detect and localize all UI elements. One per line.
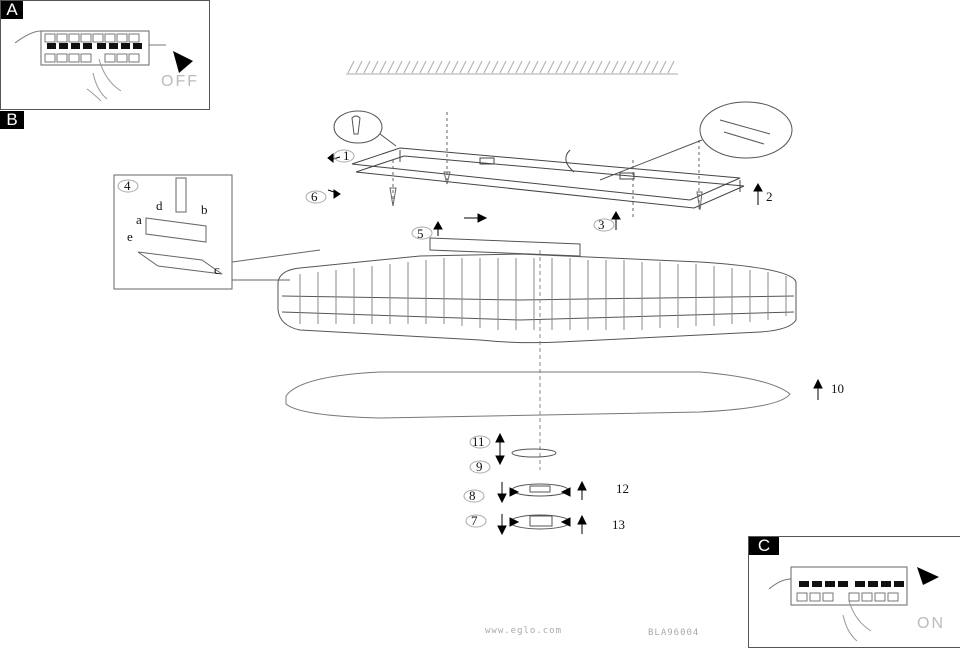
mounting-bracket: [351, 147, 745, 209]
step-11: 11: [472, 434, 485, 449]
detail-label-b: b: [201, 202, 208, 217]
switch-off-illustration: [14, 30, 193, 102]
step-9: 9: [476, 459, 483, 474]
diffuser: [285, 371, 791, 419]
number-bubbles: [117, 149, 615, 528]
step-13: 13: [612, 517, 625, 532]
step-8: 8: [469, 488, 476, 503]
step-10: 10: [831, 381, 844, 396]
detail-box-4: [113, 174, 321, 290]
step-3: 3: [598, 217, 605, 232]
screws: [389, 112, 703, 220]
ceiling: [346, 60, 678, 75]
step-5: 5: [417, 226, 424, 241]
direction-arrows: [327, 152, 823, 536]
detail-label-e: e: [127, 229, 133, 244]
detail-label-d: d: [156, 198, 163, 213]
detail-label-c: c: [214, 262, 220, 277]
step-6: 6: [311, 189, 318, 204]
panel-c-state: ON: [917, 615, 945, 632]
footer-website: www.eglo.com: [485, 626, 563, 636]
panel-a-state: OFF: [161, 73, 199, 90]
step-12: 12: [616, 481, 629, 496]
switch-on-illustration: [768, 566, 939, 642]
step-7: 7: [471, 513, 478, 528]
callouts: [333, 101, 793, 181]
panel-a-label: A: [1, 1, 23, 19]
step-2: 2: [766, 189, 773, 204]
panel-c: C ON: [748, 536, 960, 648]
panel-c-label: C: [749, 537, 779, 555]
step-1: 1: [343, 148, 350, 163]
step-4: 4: [124, 178, 131, 193]
crystal-frame: [277, 237, 797, 470]
panel-a: A OFF: [0, 0, 210, 110]
detail-label-a: a: [136, 212, 142, 227]
panel-b-label: B: [0, 111, 24, 129]
footer-code: BLA96004: [648, 628, 700, 638]
